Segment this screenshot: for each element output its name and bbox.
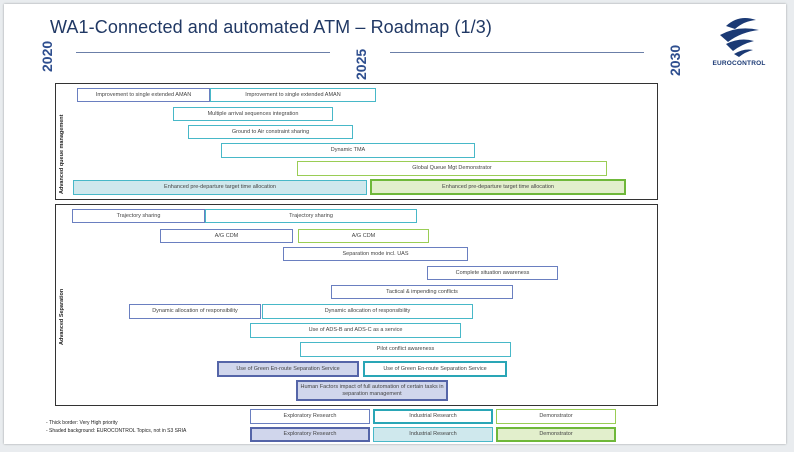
box-enhanced-predeparture-demonstrator: Enhanced pre-departure target time alloc…	[370, 179, 626, 195]
page-title: WA1-Connected and automated ATM – Roadma…	[50, 17, 492, 37]
timeline-line-2	[390, 52, 644, 53]
box-ground-to-air-constraint: Ground to Air constraint sharing	[188, 125, 353, 139]
box-dynamic-tma: Dynamic TMA	[221, 143, 475, 158]
box-tactical-impending-conflicts: Tactical & impending conflicts	[331, 285, 513, 299]
box-global-queue-mgt-demonstrator: Global Queue Mgt Demonstrator	[297, 161, 607, 176]
box-green-enroute-industrial: Use of Green En-route Separation Service	[363, 361, 507, 377]
note-shaded-background: - Shaded background: EUROCONTROL Topics,…	[46, 428, 187, 434]
legend-exploratory: Exploratory Research	[250, 409, 370, 424]
legend-demonstrator-shaded: Demonstrator	[496, 427, 616, 442]
legend-demonstrator: Demonstrator	[496, 409, 616, 424]
box-dynamic-allocation-exploratory: Dynamic allocation of responsibility	[129, 304, 261, 319]
box-improvement-aman-exploratory: Improvement to single extended AMAN	[77, 88, 210, 102]
box-ag-cdm-demonstrator: A/G CDM	[298, 229, 429, 243]
box-improvement-aman-industrial: Improvement to single extended AMAN	[210, 88, 376, 102]
timeline-line-1	[76, 52, 330, 53]
box-trajectory-sharing-exploratory: Trajectory sharing	[72, 209, 205, 223]
box-pilot-conflict-awareness: Pilot conflict awareness	[300, 342, 511, 357]
box-ads-b-ads-c-service: Use of ADS-B and ADS-C as a service	[250, 323, 461, 338]
box-complete-situation-awareness: Complete situation awareness	[427, 266, 558, 280]
section-label: Advanced Separation	[59, 288, 65, 345]
box-separation-mode-uas: Separation mode incl. UAS	[283, 247, 468, 261]
year-2025: 2025	[353, 48, 369, 80]
box-dynamic-allocation-industrial: Dynamic allocation of responsibility	[262, 304, 473, 319]
logo-text: EUROCONTROL	[712, 60, 766, 67]
box-green-enroute-exploratory: Use of Green En-route Separation Service	[217, 361, 359, 377]
section-label: Advanced queue management	[59, 114, 65, 194]
year-2030: 2030	[667, 44, 683, 76]
legend-exploratory-shaded: Exploratory Research	[250, 427, 370, 442]
box-ag-cdm-exploratory: A/G CDM	[160, 229, 293, 243]
eurocontrol-logo-icon	[720, 18, 759, 57]
legend-industrial-shaded: Industrial Research	[373, 427, 493, 442]
box-trajectory-sharing-industrial: Trajectory sharing	[205, 209, 417, 223]
year-2020: 2020	[39, 40, 55, 72]
box-enhanced-predeparture-industrial: Enhanced pre-departure target time alloc…	[73, 180, 367, 195]
slide: WA1-Connected and automated ATM – Roadma…	[4, 4, 786, 444]
box-human-factors-automation: Human Factors impact of full automation …	[296, 380, 448, 401]
box-multiple-arrival-sequences: Multiple arrival sequences integration	[173, 107, 333, 121]
note-thick-border: - Thick border: Very High priority	[46, 420, 118, 426]
section-advanced-separation: Advanced Separation	[55, 204, 658, 406]
eurocontrol-logo: EUROCONTROL	[704, 10, 774, 72]
legend-industrial: Industrial Research	[373, 409, 493, 424]
section-advanced-queue-management: Advanced queue management	[55, 83, 658, 200]
